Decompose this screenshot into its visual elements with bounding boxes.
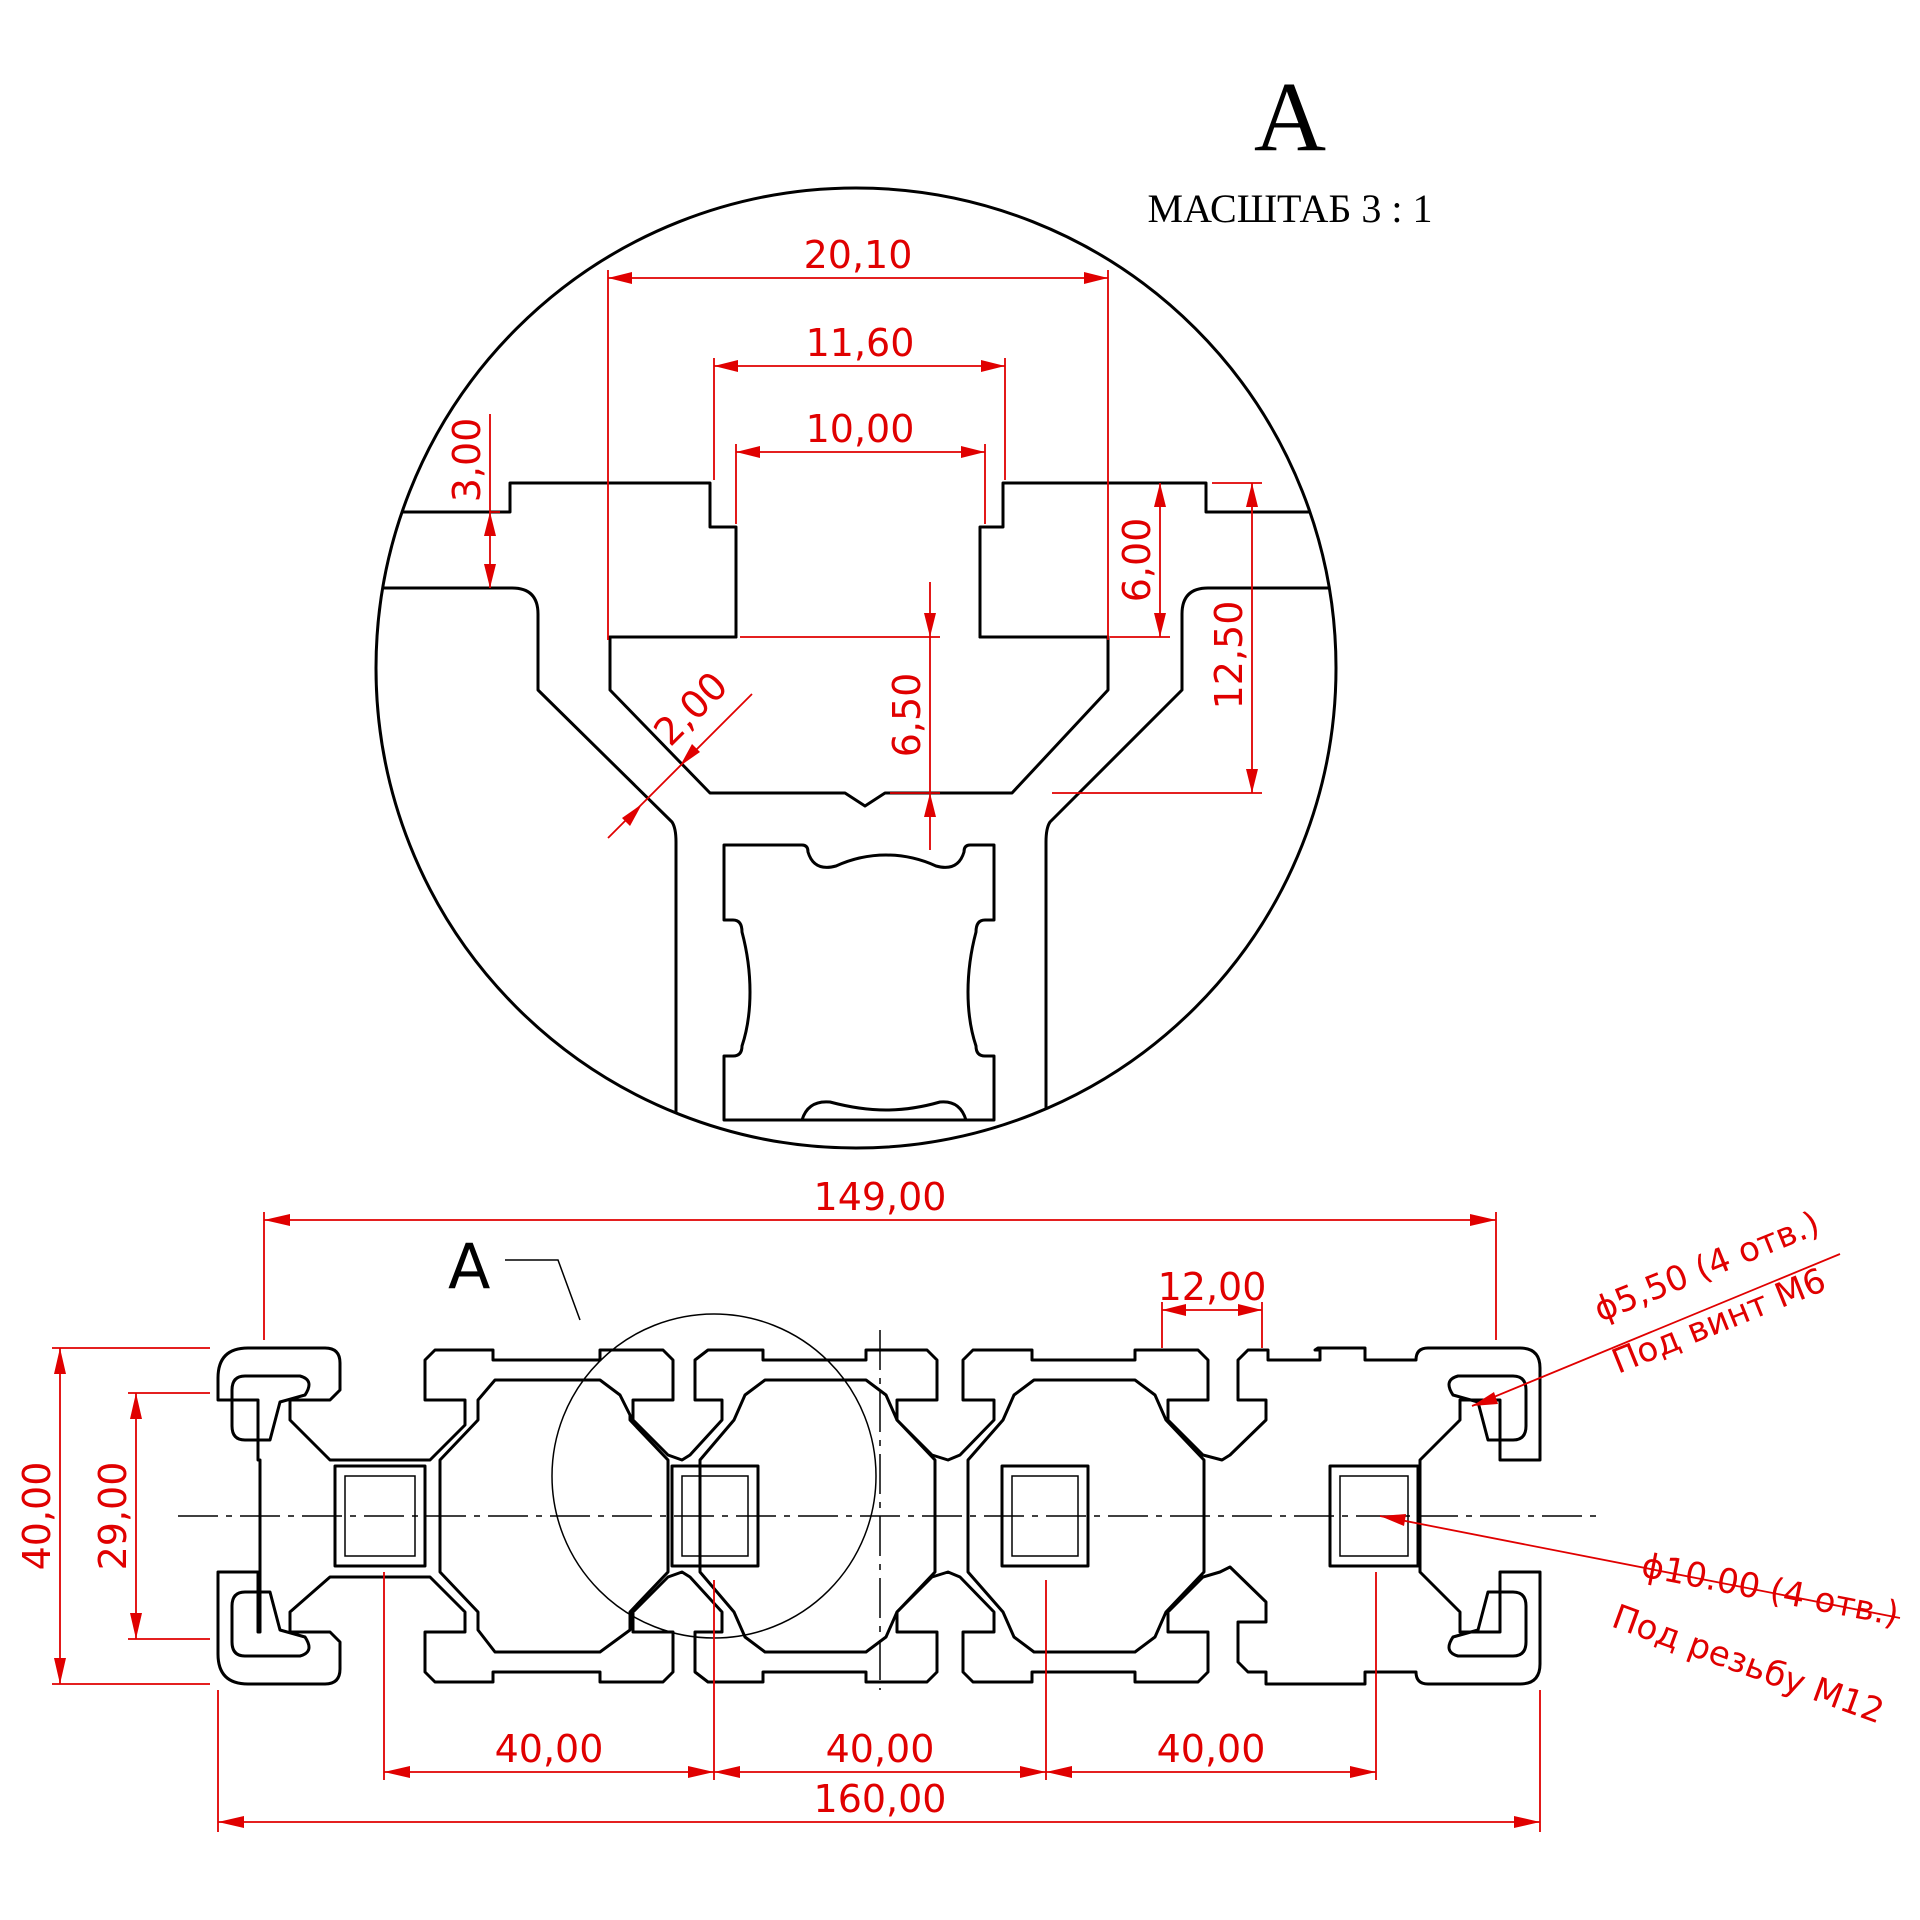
detail-dimensions: 20,10 11,60 10,00 3,00 6,00 12,50	[445, 233, 1262, 850]
detail-profile-outline	[376, 481, 1336, 1148]
dim-slot-spacing-vertical: 29,00	[91, 1462, 135, 1571]
detail-circle	[374, 186, 1338, 1150]
dim-slot-width: 12,00	[1158, 1265, 1267, 1309]
dim-slot-depth-upper: 6,00	[1115, 518, 1159, 603]
main-view: A 149,00	[15, 1175, 1902, 1832]
dim-pitch-1: 40,00	[495, 1727, 604, 1771]
detail-callout-letter: A	[448, 1230, 490, 1303]
dim-slot-opening: 10,00	[806, 407, 915, 451]
dim-slot-outer-width: 20,10	[804, 233, 913, 277]
dim-slot-depth-total: 12,50	[1207, 601, 1251, 710]
profile-outer-outline	[216, 1346, 1542, 1686]
main-dimensions: 149,00 12,00 40,00 29,00 40,00 40,00 40,…	[15, 1175, 1902, 1832]
dim-pitch-3: 40,00	[1157, 1727, 1266, 1771]
dim-inner-width: 149,00	[814, 1175, 947, 1219]
dim-pitch-2: 40,00	[826, 1727, 935, 1771]
dim-lip-thickness: 3,00	[445, 418, 489, 503]
detail-view: A МАСШТАБ 3 : 1 20,10	[374, 61, 1433, 1150]
profile-inner-cavities	[230, 1374, 1528, 1658]
detail-scale-label: МАСШТАБ 3 : 1	[1148, 186, 1433, 231]
dim-web-depth: 6,50	[885, 673, 929, 758]
dim-height: 40,00	[15, 1462, 59, 1571]
dim-overall-width: 160,00	[814, 1777, 947, 1821]
detail-view-letter: A	[1254, 61, 1326, 172]
dim-slot-mid-width: 11,60	[806, 321, 915, 365]
